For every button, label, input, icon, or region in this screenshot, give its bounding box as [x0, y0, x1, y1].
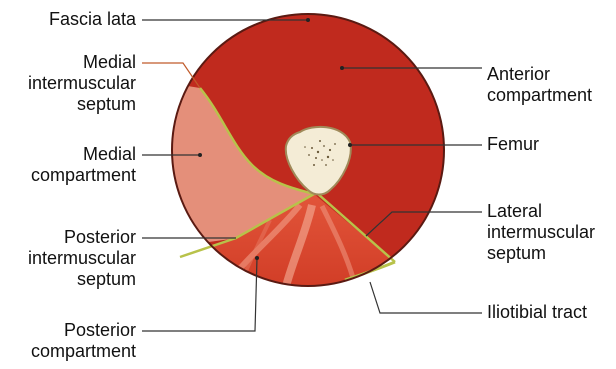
label-posterior-compartment: Posterior compartment: [31, 320, 136, 362]
label-medial-compartment: Medial compartment: [31, 144, 136, 186]
label-lateral-intermuscular-septum: Lateral intermuscular septum: [487, 201, 595, 264]
posterior-compartment-leader: [142, 258, 257, 331]
label-medial-intermuscular-septum: Medial intermuscular septum: [28, 52, 136, 115]
label-fascia-lata: Fascia lata: [49, 9, 136, 30]
posterior-compartment-dot: [255, 256, 259, 260]
iliotibial-tract-leader: [370, 282, 482, 313]
label-posterior-intermuscular-septum: Posterior intermuscular septum: [28, 227, 136, 290]
label-iliotibial-tract: Iliotibial tract: [487, 302, 587, 323]
medial-compartment-dot: [198, 153, 202, 157]
anterior-compartment-dot: [340, 66, 344, 70]
fascia-lata-dot: [306, 18, 310, 22]
femur-dot: [348, 143, 352, 147]
label-anterior-compartment: Anterior compartment: [487, 64, 592, 106]
label-femur: Femur: [487, 134, 539, 155]
